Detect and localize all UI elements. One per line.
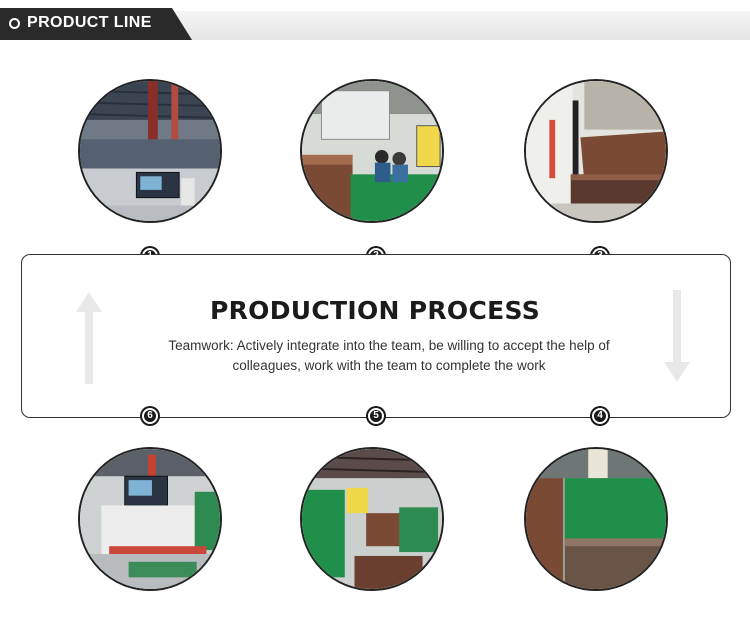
step-5-photo (300, 447, 444, 591)
step-2-photo (300, 79, 444, 223)
step-1-photo (78, 79, 222, 223)
bullet-circle-icon (9, 18, 20, 29)
header-tab (0, 8, 192, 40)
step-badge-1: 1 (140, 246, 160, 266)
section-title: PRODUCT LINE (27, 14, 152, 31)
step-badge-5: 5 (366, 406, 386, 426)
up-arrow-icon (76, 292, 102, 384)
step-6-photo (78, 447, 222, 591)
step-badge-3: 3 (590, 246, 610, 266)
step-4-photo (524, 447, 668, 591)
process-title: PRODUCTION PROCESS (210, 296, 540, 325)
step-3-photo (524, 79, 668, 223)
process-box (21, 254, 731, 418)
process-description: Teamwork: Actively integrate into the te… (168, 338, 610, 373)
step-badge-4: 4 (590, 406, 610, 426)
step-badge-2: 2 (366, 246, 386, 266)
down-arrow-icon (664, 290, 690, 382)
step-badge-6: 6 (140, 406, 160, 426)
